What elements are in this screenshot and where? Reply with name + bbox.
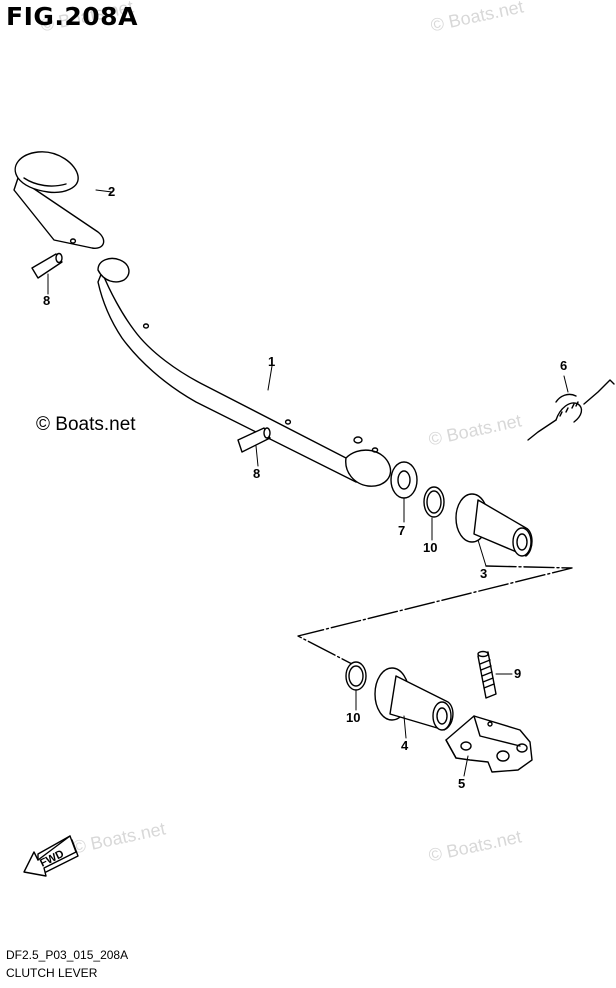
callout-7: 7 <box>398 523 406 538</box>
assembly-leader-line <box>297 565 573 665</box>
callout-leaders <box>47 189 569 777</box>
part-9-roll-pin <box>477 650 497 699</box>
callout-4: 4 <box>401 738 409 753</box>
part-8-pin-lower <box>237 427 271 453</box>
figure-code: DF2.5_P03_015_208A <box>6 948 129 962</box>
part-4-bushing <box>374 667 454 731</box>
part-7-washer <box>390 461 418 499</box>
part-10-oring-lower <box>345 661 367 691</box>
callout-8-upper: 8 <box>43 293 51 308</box>
callout-10-lower: 10 <box>346 710 361 725</box>
part-2-grip <box>13 151 105 249</box>
part-3-bushing <box>455 493 533 557</box>
callout-9: 9 <box>514 666 522 681</box>
callout-8-lower: 8 <box>253 466 261 481</box>
part-6-spring <box>527 379 615 441</box>
part-1-lever <box>97 257 392 487</box>
figure-name: CLUTCH LEVER <box>6 966 98 980</box>
callout-6: 6 <box>560 358 568 373</box>
forward-direction-arrow: FWD <box>23 835 79 877</box>
callout-2: 2 <box>108 184 116 199</box>
part-8-pin-upper <box>31 252 63 279</box>
callout-10-upper: 10 <box>423 540 438 555</box>
callout-5: 5 <box>458 776 466 791</box>
copyright-notice: © Boats.net <box>36 414 136 435</box>
part-5-bracket <box>445 715 533 773</box>
figure-title: FIG.208A <box>6 2 138 31</box>
callout-3: 3 <box>480 566 488 581</box>
part-10-oring-upper <box>423 486 445 518</box>
callout-1: 1 <box>268 354 276 369</box>
